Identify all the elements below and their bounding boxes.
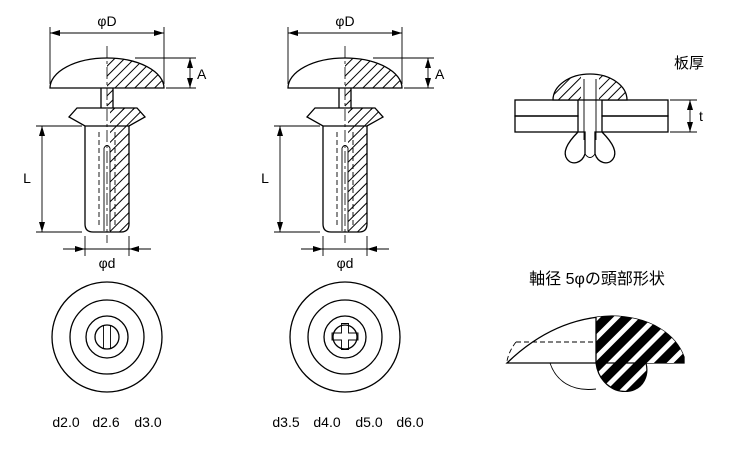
dim-label-phiD-right: φD (335, 13, 354, 29)
rivet-side-view-left: φD A L φd (23, 13, 207, 271)
dim-label-phid-right: φd (337, 255, 354, 271)
size-label: d3.0 (134, 414, 161, 430)
size-label: d5.0 (355, 414, 382, 430)
top-view-right: d3.5 d4.0 d5.0 d6.0 (272, 281, 424, 430)
head-shape-title: 軸径 5φの頭部形状 (529, 270, 665, 288)
installed-cross-section: 板厚 t (514, 54, 704, 164)
rivet-side-view-right: φD A L φd (261, 13, 445, 271)
size-label: d2.6 (92, 414, 119, 430)
dim-label-t: t (699, 108, 703, 124)
dim-label-L-right: L (261, 170, 269, 186)
dim-label-A-right: A (435, 66, 445, 82)
size-label: d4.0 (313, 414, 340, 430)
dim-label-L-left: L (23, 170, 31, 186)
dim-label-phid-left: φd (99, 255, 116, 271)
size-label: d6.0 (396, 414, 423, 430)
size-label: d2.0 (52, 414, 79, 430)
size-label: d3.5 (272, 414, 299, 430)
dim-label-phiD-left: φD (97, 13, 116, 29)
top-view-left: d2.0 d2.6 d3.0 (51, 281, 163, 430)
plate-thickness-label: 板厚 (674, 54, 704, 72)
head-shape-detail: 軸径 5φの頭部形状 (505, 270, 685, 392)
dim-label-A-left: A (197, 66, 207, 82)
